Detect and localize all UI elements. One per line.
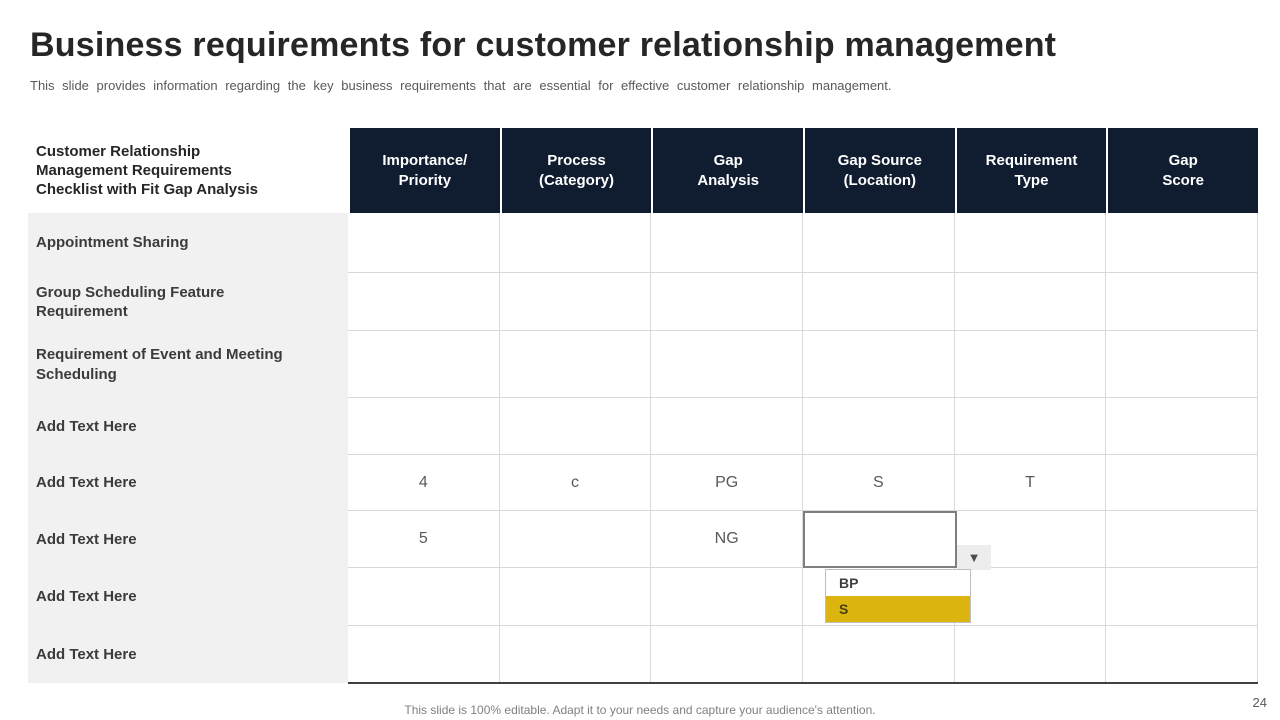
column-header-gap-score: Gap Score (1106, 128, 1258, 213)
row-label[interactable]: Add Text Here (28, 455, 348, 511)
table-cell[interactable] (651, 331, 803, 398)
table-cell[interactable]: c (499, 455, 652, 511)
table-cell[interactable] (348, 398, 500, 455)
table-cell[interactable] (499, 398, 652, 455)
table-cell[interactable] (954, 568, 1107, 626)
table-cell[interactable]: PG (651, 455, 803, 511)
table-row: Appointment Sharing (28, 213, 1258, 273)
column-header-importance-priority: Importance/ Priority (348, 128, 500, 213)
table-cell[interactable] (499, 273, 652, 331)
dropdown-option[interactable]: S (826, 596, 970, 622)
table-cell[interactable] (803, 398, 955, 455)
footer-note: This slide is 100% editable. Adapt it to… (404, 703, 876, 717)
table-cell[interactable] (499, 511, 652, 568)
row-label[interactable]: Add Text Here (28, 511, 348, 568)
table-cell[interactable] (651, 626, 803, 683)
column-header-process-category: Process (Category) (499, 128, 652, 213)
table-cell[interactable]: 5 (348, 511, 500, 568)
table-cell[interactable] (1106, 511, 1258, 568)
table-row: Add Text Here (28, 626, 1258, 683)
dropdown-option[interactable]: BP (839, 575, 859, 591)
dropdown-button[interactable]: ▼ (957, 545, 991, 570)
table-cell[interactable] (499, 331, 652, 398)
table-row: Requirement of Event and Meeting Schedul… (28, 331, 1258, 398)
corner-header-cell: Customer Relationship Management Require… (28, 128, 348, 213)
row-label[interactable]: Add Text Here (28, 626, 348, 683)
table-cell[interactable] (1106, 398, 1258, 455)
table-cell[interactable] (348, 213, 500, 273)
column-header-gap-source-location: Gap Source (Location) (803, 128, 955, 213)
page-subtitle: This slide provides information regardin… (30, 78, 892, 93)
table-cell[interactable]: T (954, 455, 1107, 511)
row-label[interactable]: Add Text Here (28, 398, 348, 455)
row-label[interactable]: Requirement of Event and Meeting Schedul… (28, 331, 348, 398)
table-cell[interactable] (803, 213, 955, 273)
table-bottom-border (348, 682, 1258, 684)
row-label[interactable]: Group Scheduling Feature Requirement (28, 273, 348, 331)
table-row: Group Scheduling Feature Requirement (28, 273, 1258, 331)
table-cell[interactable] (1106, 273, 1258, 331)
table-cell[interactable] (651, 398, 803, 455)
table-cell[interactable] (1106, 455, 1258, 511)
table-cell[interactable] (499, 568, 652, 626)
table-cell[interactable] (803, 273, 955, 331)
table-header-row: Customer Relationship Management Require… (28, 128, 1258, 213)
table-cell[interactable] (803, 331, 955, 398)
dropdown-list: BP S (825, 569, 971, 623)
table-cell[interactable]: 4 (348, 455, 500, 511)
page-number: 24 (1252, 695, 1267, 710)
chevron-down-icon: ▼ (967, 550, 981, 565)
table-cell[interactable] (954, 331, 1107, 398)
table-cell[interactable] (1106, 213, 1258, 273)
table-cell[interactable]: S (803, 455, 955, 511)
table-cell[interactable] (499, 213, 652, 273)
table-cell[interactable] (651, 568, 803, 626)
page-title: Business requirements for customer relat… (30, 26, 1057, 64)
table-cell[interactable] (651, 273, 803, 331)
table-cell[interactable] (348, 568, 500, 626)
column-header-gap-analysis: Gap Analysis (651, 128, 803, 213)
table-row: Add Text Here (28, 568, 1258, 626)
table-cell[interactable]: NG (651, 511, 803, 568)
table-cell[interactable] (348, 273, 500, 331)
requirements-table: Customer Relationship Management Require… (28, 128, 1258, 684)
table-cell[interactable] (651, 213, 803, 273)
selected-cell[interactable] (803, 511, 957, 568)
table-cell[interactable] (348, 331, 500, 398)
table-cell[interactable] (348, 626, 500, 683)
table-cell[interactable] (954, 626, 1107, 683)
table-cell[interactable] (1106, 626, 1258, 683)
table-cell[interactable] (803, 626, 955, 683)
table-cell[interactable] (1106, 568, 1258, 626)
row-label[interactable]: Appointment Sharing (28, 213, 348, 273)
table-cell[interactable] (954, 398, 1107, 455)
table-cell[interactable] (1106, 331, 1258, 398)
row-label[interactable]: Add Text Here (28, 568, 348, 626)
table-cell[interactable] (499, 626, 652, 683)
table-row: Add Text Here (28, 398, 1258, 455)
column-header-requirement-type: Requirement Type (954, 128, 1107, 213)
table-cell[interactable] (954, 273, 1107, 331)
table-cell[interactable] (954, 213, 1107, 273)
